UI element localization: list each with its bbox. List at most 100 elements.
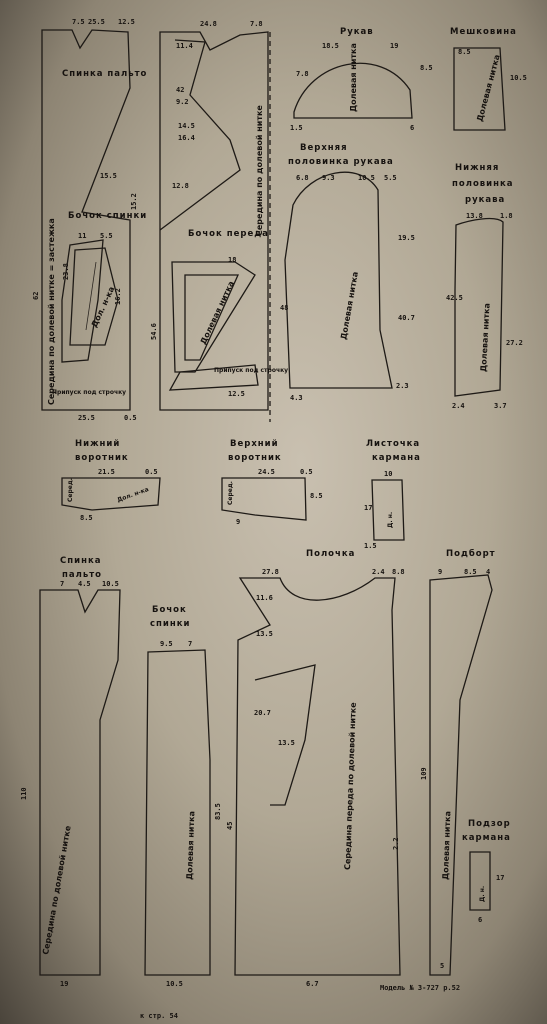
back-coat-2-piece: Спинка пальто Середина по долевой нитке … [20, 556, 121, 988]
dim: 20.7 [254, 709, 271, 717]
sleeve-piece: Рукав Долевая нитка 18.5 19 7.8 8.5 1.5 … [290, 27, 433, 132]
dim: 9.3 [322, 174, 335, 182]
dim: 1.5 [364, 542, 377, 550]
dim: 10.5 [510, 74, 527, 82]
dim: 18 [228, 256, 236, 264]
dim: 17 [496, 874, 504, 882]
dim: 109 [420, 767, 428, 780]
sleeve-title: Рукав [340, 27, 374, 37]
upper-collar-title-2: воротник [228, 453, 282, 463]
dim: 45 [226, 822, 234, 830]
dim: 21.5 [98, 468, 115, 476]
front-side-title: Бочок переда [188, 229, 269, 239]
dim: 9.2 [176, 98, 189, 106]
dim: 19 [390, 42, 398, 50]
welt-piece: Листочка кармана Д. н. 10 17 1.5 [364, 439, 421, 550]
facing-title: Подборт [446, 548, 496, 559]
under-collar-piece: Нижний воротник Серед. Дол. н-ка 21.5 0.… [61, 439, 161, 522]
dim: 1.5 [290, 124, 303, 132]
sleeve-grain: Долевая нитка [349, 43, 358, 112]
dim: 27.8 [262, 568, 279, 576]
dim: 110 [20, 787, 28, 800]
dim: 11.6 [256, 594, 273, 602]
dim: 19 [60, 980, 68, 988]
upper-sleeve-grain: Долевая нитка [339, 271, 360, 340]
dim: 13.8 [466, 212, 483, 220]
model-label: Модель № 3-727 р.52 [380, 984, 460, 992]
pocket-flap-grain: Д. н. [479, 886, 486, 902]
dim: 15.2 [130, 193, 138, 210]
back-side-grain: Дол. н-ка [90, 285, 117, 329]
dim: 2.2 [392, 837, 400, 850]
pocket-bag-piece: Мешковина Долевая нитка 8.5 10.5 [450, 27, 527, 131]
dim: 25.5 [88, 18, 105, 26]
under-sleeve-title-1: Нижняя [455, 163, 499, 173]
dim: 14.5 [178, 122, 195, 130]
under-sleeve-piece: Нижняя половинка рукава Долевая нитка 13… [446, 163, 523, 410]
dim: 0.5 [300, 468, 313, 476]
under-collar-grain: Дол. н-ка [116, 486, 149, 504]
dim: 5.5 [384, 174, 397, 182]
dim: 9 [236, 518, 240, 526]
dim: 7.8 [296, 70, 309, 78]
back-side-title: Бочок спинки [68, 211, 147, 221]
front-allowance: Припуск под строчку [214, 367, 288, 374]
dim: 0.5 [124, 414, 137, 422]
dim: 12.5 [118, 18, 135, 26]
dim: 18.5 [322, 42, 339, 50]
dim: 83.5 [214, 803, 222, 820]
upper-collar-piece: Верхний воротник Серед. 24.5 0.5 8.5 9 [221, 439, 323, 526]
dim: 8.5 [464, 568, 477, 576]
facing-piece: Подборт Долевая нитка 9 8.5 4 109 5 [420, 548, 496, 976]
dim: 2.4 [372, 568, 385, 576]
dim: 6.8 [296, 174, 309, 182]
dim: 11 [78, 232, 86, 240]
upper-sleeve-title-1: Верхняя [300, 143, 348, 153]
dim: 8.5 [420, 64, 433, 72]
front-piece: Полочка Середина переда по долевой нитке… [226, 549, 405, 988]
pocket-bag-grain: Долевая нитка [475, 54, 502, 123]
under-sleeve-title-2: половинка [452, 179, 514, 189]
dim: 7 [188, 640, 192, 648]
dim: 2.4 [452, 402, 465, 410]
dim: 9 [438, 568, 442, 576]
dim: 40.7 [398, 314, 415, 322]
under-collar-mark: Серед. [67, 478, 74, 502]
dim: 5.5 [100, 232, 113, 240]
dim: 12.5 [228, 390, 245, 398]
dim: 10.5 [358, 174, 375, 182]
dim: 4.5 [78, 580, 91, 588]
dim: 16.2 [114, 288, 122, 305]
back-allowance: Припуск под строчку [52, 389, 126, 396]
dim: 48 [280, 304, 288, 312]
dim: 16.4 [178, 134, 195, 142]
dim: 1.8 [500, 212, 513, 220]
back-coat-2-title-2: пальто [62, 570, 102, 580]
welt-title-1: Листочка [366, 439, 420, 449]
pocket-bag-title: Мешковина [450, 27, 517, 37]
pocket-flap-title-1: Подзор [468, 819, 511, 829]
dim: 6 [410, 124, 414, 132]
center-front-label: Середина по долевой нитке [255, 105, 264, 236]
back-coat-title: Спинка пальто [62, 69, 147, 79]
welt-title-2: кармана [372, 453, 421, 463]
back-coat-piece: Спинка пальто Бочок спинки Середина по д… [32, 18, 147, 422]
dim: 2.3 [396, 382, 409, 390]
dim: 15.5 [100, 172, 117, 180]
dim: 54.6 [150, 323, 158, 340]
dim: 23.8 [62, 263, 70, 280]
front-side-piece: Бочок переда Долевая нитка Припуск под с… [150, 20, 288, 411]
dim: 8.5 [458, 48, 471, 56]
dim: 3.7 [494, 402, 507, 410]
back-coat-grain: Середина по долевой нитке = застежка [47, 218, 56, 405]
dim: 10.5 [102, 580, 119, 588]
dim: 8.5 [310, 492, 323, 500]
upper-sleeve-title-2: половинка рукава [288, 157, 394, 167]
dim: 12.8 [172, 182, 189, 190]
welt-grain: Д. н. [387, 512, 394, 528]
dim: 6.7 [306, 980, 319, 988]
dim: 11.4 [176, 42, 193, 50]
dim: 24.5 [258, 468, 275, 476]
under-sleeve-title-3: рукава [465, 195, 505, 205]
page-footer: к стр. 54 [140, 1012, 178, 1020]
